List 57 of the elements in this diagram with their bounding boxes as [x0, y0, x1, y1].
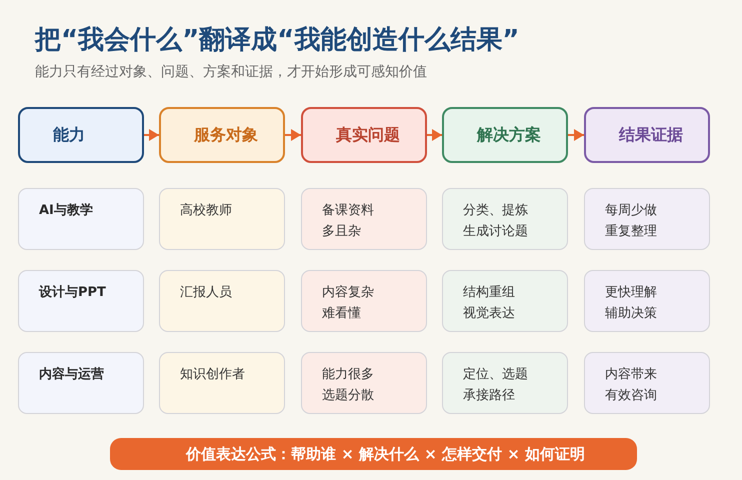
- skill-label: 内容与运营: [39, 366, 104, 384]
- card-text: 有效咨询: [605, 387, 657, 405]
- stage-label: 能力: [53, 124, 86, 146]
- subtitle: 能力只有经过对象、问题、方案和证据，才开始形成可感知价值: [35, 63, 427, 81]
- card-text: 多且杂: [322, 223, 361, 241]
- content-card: [301, 270, 427, 332]
- title: 把“我会什么”翻译成“我能创造什么结果”: [35, 24, 520, 57]
- skill-card: [18, 188, 144, 250]
- stage-header-box: [159, 107, 285, 163]
- stage-header-box: [442, 107, 568, 163]
- skill-label: AI与教学: [39, 202, 93, 220]
- card-text: 知识创作者: [180, 366, 245, 384]
- arrow: [568, 129, 584, 141]
- stage-header-box: [584, 107, 710, 163]
- stage-label: 真实问题: [336, 124, 401, 146]
- card-text: 内容带来: [605, 366, 657, 384]
- stage-label: 服务对象: [194, 124, 259, 146]
- content-card: [442, 352, 568, 414]
- content-card: [442, 270, 568, 332]
- stage-header-box: [301, 107, 427, 163]
- card-text: 备课资料: [322, 202, 374, 220]
- card-text: 重复整理: [605, 223, 657, 241]
- card-text: 生成讨论题: [463, 223, 528, 241]
- content-card: [159, 352, 285, 414]
- card-text: 分类、提炼: [463, 202, 528, 220]
- arrow: [285, 129, 301, 141]
- content-card: [159, 188, 285, 250]
- stage-label: 解决方案: [477, 124, 542, 146]
- skill-card: [18, 352, 144, 414]
- card-text: 选题分散: [322, 387, 374, 405]
- content-card: [442, 188, 568, 250]
- skill-label: 设计与PPT: [39, 284, 106, 302]
- stage-label: 结果证据: [619, 124, 684, 146]
- formula-banner: [110, 438, 637, 470]
- content-card: [159, 270, 285, 332]
- card-text: 视觉表达: [463, 305, 515, 323]
- skill-card: [18, 270, 144, 332]
- card-text: 定位、选题: [463, 366, 528, 384]
- card-text: 内容复杂: [322, 284, 374, 302]
- content-card: [584, 188, 710, 250]
- arrow: [427, 129, 442, 141]
- stage-header-box: [18, 107, 144, 163]
- card-text: 承接路径: [463, 387, 515, 405]
- content-card: [584, 270, 710, 332]
- card-text: 辅助决策: [605, 305, 657, 323]
- card-text: 难看懂: [322, 305, 361, 323]
- card-text: 能力很多: [322, 366, 374, 384]
- content-card: [301, 352, 427, 414]
- content-card: [584, 352, 710, 414]
- card-text: 每周少做: [605, 202, 657, 220]
- card-text: 结构重组: [463, 284, 515, 302]
- formula-text: 价值表达公式：帮助谁 × 解决什么 × 怎样交付 × 如何证明: [186, 444, 586, 464]
- card-text: 汇报人员: [180, 284, 232, 302]
- arrow: [144, 129, 159, 141]
- content-card: [301, 188, 427, 250]
- card-text: 更快理解: [605, 284, 657, 302]
- card-text: 高校教师: [180, 202, 232, 220]
